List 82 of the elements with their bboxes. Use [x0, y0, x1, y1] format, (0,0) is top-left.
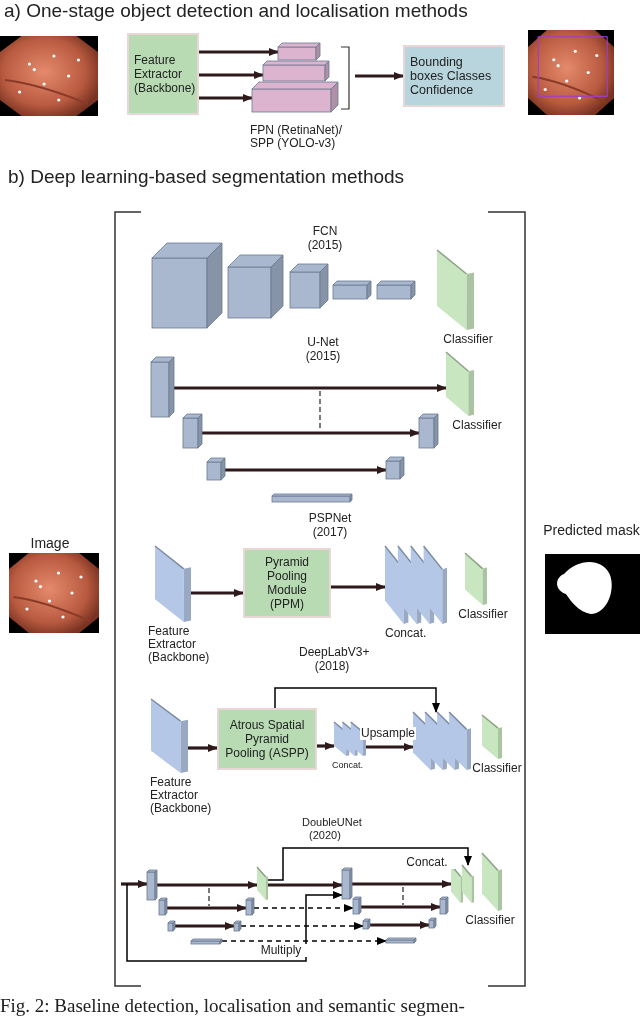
arrow [199, 94, 253, 102]
feature-block [246, 898, 254, 915]
section-heading: a) One-stage object detection and localisation methods [4, 0, 469, 21]
feature-block [377, 281, 415, 299]
feature-block [333, 281, 371, 299]
layer-label: Classifier [451, 419, 503, 432]
arrow [366, 743, 414, 751]
arrow [225, 466, 387, 474]
feature-block [429, 918, 436, 928]
layer-label: Classifier [464, 914, 516, 927]
feature-block [290, 264, 328, 308]
feature-block [419, 414, 438, 448]
image-caption: Predicted mask [543, 522, 640, 538]
feature-block [342, 868, 352, 899]
method-title: DoubleUNet (2020) [301, 816, 360, 842]
feature-block [252, 82, 338, 112]
layer-label: Concat. [385, 627, 428, 640]
method-title: U-Net (2015) [304, 335, 342, 363]
image-caption: Image [29, 535, 71, 551]
layer-label: Feature Extractor (Backbone) [148, 625, 211, 664]
feature-bar [386, 938, 416, 943]
module-box: Pyramid Pooling Module (PPM) [243, 548, 331, 618]
layer-label: Classifier [442, 333, 494, 346]
arrow [175, 922, 235, 930]
feature-block [234, 921, 241, 931]
arrow [167, 904, 247, 912]
layer-label: Concat. [332, 759, 365, 772]
feature-block [363, 919, 370, 929]
endoscopy-image [0, 36, 98, 116]
section-heading: b) Deep learning-based segmentation methods [8, 166, 406, 187]
feature-map-slab [257, 867, 268, 900]
arrow [126, 883, 343, 962]
arrow [191, 589, 244, 597]
arrow [157, 881, 258, 889]
arrow [221, 937, 387, 945]
arrow [240, 922, 364, 930]
feature-map-stack [413, 712, 471, 770]
module-box: Atrous Spatial Pyramid Pooling (ASPP) [217, 708, 317, 770]
feature-bar [272, 494, 352, 502]
group-label: FPN (RetinaNet)/ SPP (YOLO-v3) [250, 124, 344, 150]
arrow [317, 742, 335, 750]
arrow [174, 384, 447, 392]
arrow [361, 903, 441, 911]
method-title: PSPNet (2017) [307, 511, 353, 539]
layer-label: Classifier [457, 608, 509, 621]
feature-block [168, 921, 175, 931]
method-title: DeepLabV3+ (2018) [298, 645, 371, 673]
arrow [199, 71, 264, 79]
arrow [199, 48, 279, 56]
feature-block [386, 457, 404, 479]
arrow [370, 921, 430, 929]
feature-bar [191, 939, 222, 944]
feature-block [147, 870, 157, 900]
method-title: FCN (2015) [306, 224, 344, 252]
feature-block [207, 458, 225, 480]
feature-block [228, 255, 283, 318]
arrow [352, 880, 452, 888]
feature-block [183, 414, 202, 448]
feature-block [278, 43, 320, 60]
feature-block [440, 897, 448, 914]
feature-block [263, 61, 329, 81]
feature-block [159, 898, 167, 915]
arrow [267, 847, 472, 881]
arrow [268, 881, 343, 889]
endoscopy-image [528, 30, 614, 115]
feature-block [151, 357, 174, 417]
feature-map-slab [462, 865, 474, 903]
arrow [202, 429, 420, 437]
caption: Fig. 2: Baseline detection, localisation and semantic segmen- [0, 995, 465, 1017]
feature-block [353, 897, 361, 914]
edge-label: Upsample [360, 727, 416, 740]
arrow [188, 744, 218, 752]
module-box: Bounding boxes Classes Confidence [403, 45, 505, 107]
arrow [274, 687, 440, 713]
arrow [355, 72, 404, 80]
arrow [121, 880, 148, 888]
arrow [331, 583, 386, 591]
layer-label: Classifier [471, 762, 523, 775]
module-box: Feature Extractor (Backbone) [127, 33, 199, 115]
feature-block [152, 243, 222, 328]
layer-label: Feature Extractor (Backbone) [150, 776, 213, 815]
arrow [253, 904, 354, 912]
